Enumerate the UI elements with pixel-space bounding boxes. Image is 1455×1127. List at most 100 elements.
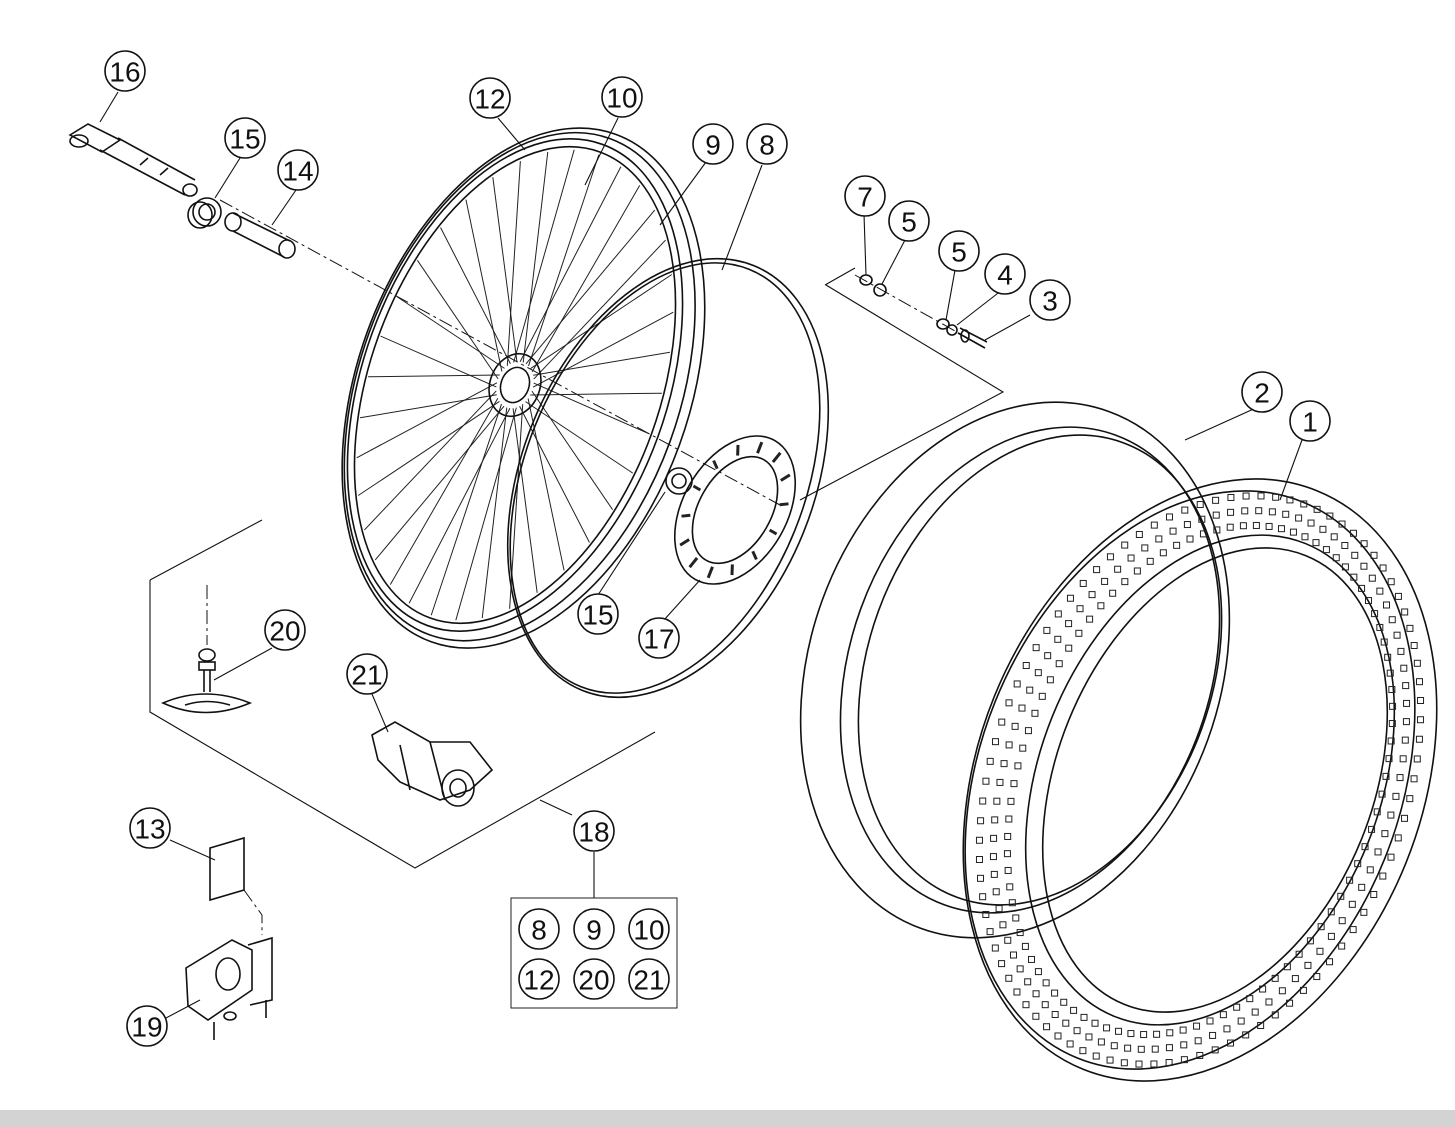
tread-block — [1016, 965, 1024, 973]
tread-block — [1239, 522, 1247, 530]
tread-block — [1079, 1047, 1087, 1055]
kit-number: 12 — [523, 965, 554, 996]
tread-block — [1394, 834, 1402, 842]
tread-block — [1106, 1056, 1114, 1064]
tread-block — [1265, 522, 1273, 530]
tread-block — [1251, 1008, 1259, 1016]
tread-block — [1387, 853, 1395, 861]
tread-block — [1005, 974, 1013, 982]
spoke — [396, 296, 505, 369]
tread-block — [1000, 760, 1008, 768]
tread-block — [1417, 716, 1425, 724]
tread-block — [1387, 737, 1395, 745]
tread-block — [1327, 908, 1335, 916]
tread-block — [1127, 554, 1135, 562]
tread-block — [1246, 995, 1254, 1003]
kit-callout-9: 9 — [573, 908, 615, 950]
tread-block — [1127, 1030, 1135, 1038]
tread-block — [1219, 1011, 1227, 1019]
tread-block — [1379, 564, 1387, 572]
disc-slot — [706, 566, 714, 579]
callout-8: 8 — [746, 123, 788, 165]
spoke — [430, 403, 502, 616]
tread-block — [1209, 1031, 1217, 1039]
tread-block — [1110, 1042, 1118, 1050]
callout-1: 1 — [1289, 400, 1331, 442]
callout-15-top: 15 — [224, 117, 266, 159]
disc-hardware — [859, 274, 988, 349]
tread-block — [993, 797, 1001, 805]
kit-number: 20 — [578, 965, 609, 996]
tread-block — [1257, 492, 1265, 500]
spoke — [455, 407, 517, 621]
tread-block — [1338, 917, 1346, 925]
tread-block — [1097, 1038, 1105, 1046]
tread-block — [1109, 589, 1117, 597]
callout-7: 7 — [844, 175, 886, 217]
tread-block — [992, 888, 1000, 896]
tread-block — [1350, 573, 1358, 581]
spacer-tube — [224, 212, 296, 259]
tread-block — [1268, 508, 1276, 516]
kit-callout-21: 21 — [628, 958, 670, 1000]
disc-slot — [768, 528, 778, 536]
tread-block — [1054, 635, 1062, 643]
tread-block — [1180, 1056, 1188, 1064]
spoke — [368, 374, 500, 378]
tread-block — [1410, 775, 1418, 783]
tread-block — [1121, 578, 1129, 586]
disc-slot — [780, 473, 791, 482]
kit-bracket — [149, 519, 656, 898]
tread-block — [1146, 557, 1154, 565]
tread-block — [1358, 584, 1366, 592]
spoke — [519, 166, 622, 362]
tread-block — [1360, 908, 1368, 916]
tread-block — [1003, 850, 1011, 858]
disc-slot — [688, 556, 699, 569]
tread-block — [1306, 937, 1314, 945]
tread-block — [1271, 1011, 1279, 1019]
tread-block — [1114, 565, 1122, 573]
tread-block — [1402, 682, 1410, 690]
tread-block — [1319, 525, 1327, 533]
tread-block — [1151, 1045, 1159, 1053]
tread-block — [1360, 540, 1368, 548]
tread-block — [1401, 736, 1409, 744]
callout-number: 5 — [901, 207, 917, 238]
tread-block — [1070, 1006, 1078, 1014]
callout-number: 21 — [351, 660, 382, 691]
disc-slot — [751, 550, 758, 561]
tread-block — [1012, 914, 1020, 922]
tread-block — [1388, 616, 1396, 624]
disc-slot — [692, 484, 702, 492]
tread-block — [1091, 1019, 1099, 1027]
kit-number: 9 — [586, 915, 602, 946]
spoke — [519, 406, 590, 543]
tread-block — [991, 944, 999, 952]
tread-block — [1401, 608, 1409, 616]
callout-19: 19 — [126, 1005, 168, 1047]
tread-block — [1019, 744, 1027, 752]
tread-block — [1032, 644, 1040, 652]
tread-block — [1004, 866, 1012, 874]
tread-block — [991, 816, 999, 824]
tread-block — [1317, 923, 1325, 931]
hub-part — [371, 721, 494, 807]
tread-block — [1024, 727, 1032, 735]
kit-number: 10 — [633, 915, 664, 946]
footer-bar — [0, 1110, 1455, 1127]
tread-block — [1346, 876, 1354, 884]
tread-block — [1159, 549, 1167, 557]
bearing-top — [187, 197, 222, 229]
tread-block — [1368, 825, 1376, 833]
tread-block — [1379, 872, 1387, 880]
tread-block — [1038, 692, 1046, 700]
disc-slot — [756, 441, 764, 454]
tread-block — [1166, 1029, 1174, 1037]
kit-callout-10: 10 — [628, 908, 670, 950]
callout-number: 17 — [643, 624, 674, 655]
tread-block — [1005, 699, 1013, 707]
tread-block — [1043, 626, 1051, 634]
tread-block — [1393, 631, 1401, 639]
tread-block — [995, 905, 1003, 913]
